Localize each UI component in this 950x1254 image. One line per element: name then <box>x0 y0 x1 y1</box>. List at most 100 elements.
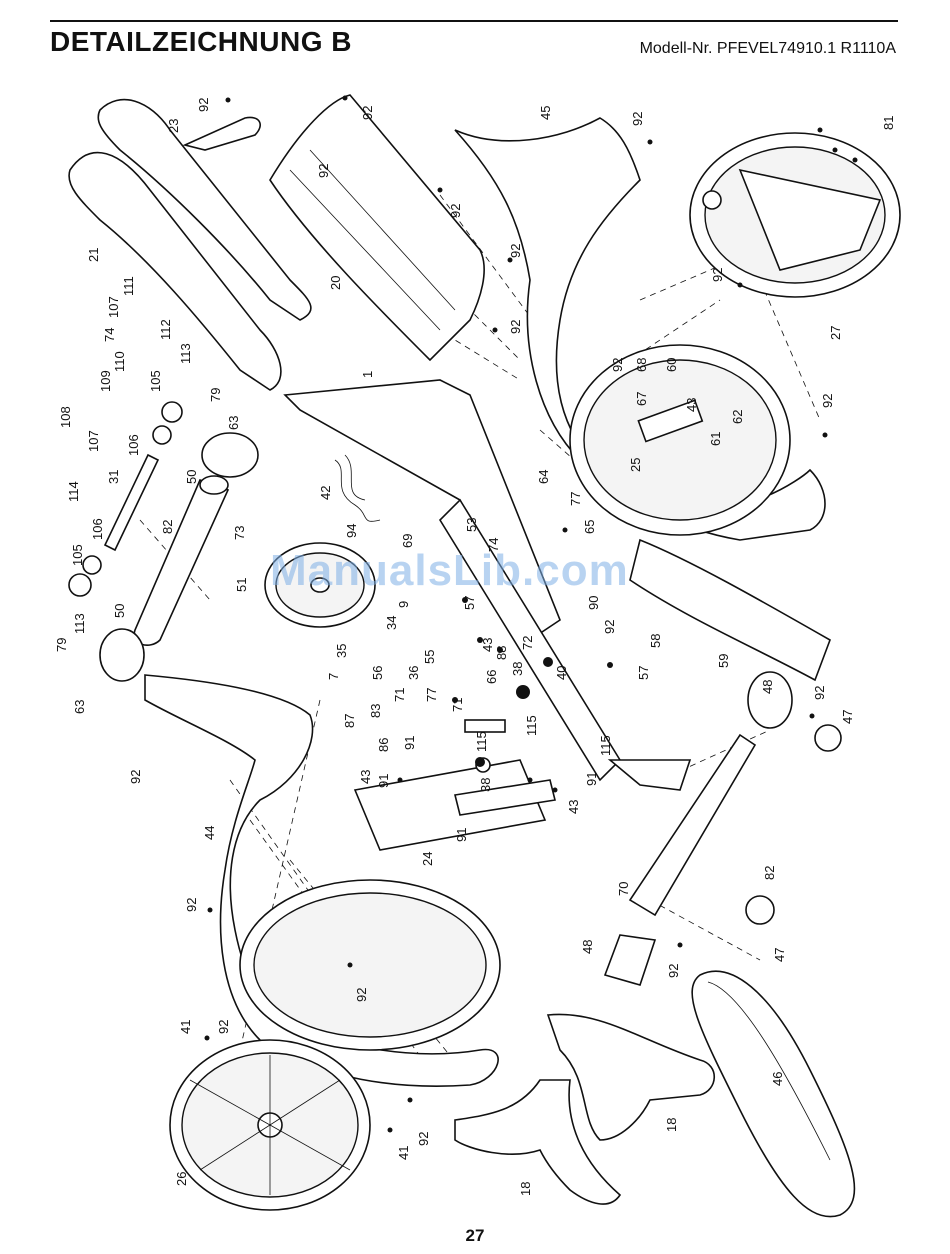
callout-label: 77 <box>424 688 439 702</box>
gear-105-top <box>152 401 183 445</box>
callout-label: 1 <box>360 371 375 378</box>
callout-label: 91 <box>402 736 417 750</box>
callout-label: 40 <box>554 666 569 680</box>
callout-label: 77 <box>568 492 583 506</box>
callout-label: 82 <box>762 866 777 880</box>
callout-label: 43 <box>480 638 495 652</box>
callout-label: 71 <box>392 688 407 702</box>
page-title: DETAILZEICHNUNG B <box>50 26 352 57</box>
cable-42 <box>334 454 381 522</box>
side-cover-45 <box>454 117 826 541</box>
flywheel-housing-25 <box>569 344 791 536</box>
callout-label: 57 <box>462 596 477 610</box>
callout-label: 72 <box>520 636 535 650</box>
callout-label: 92 <box>416 1132 431 1146</box>
callout-label: 48 <box>760 680 775 694</box>
callout-label: 86 <box>376 738 391 752</box>
callout-label: 107 <box>106 296 121 318</box>
callout-label: 62 <box>730 410 745 424</box>
callout-label: 79 <box>54 638 69 652</box>
callout-label: 92 <box>128 770 143 784</box>
callout-label: 92 <box>216 1020 231 1034</box>
foot-18-left <box>454 1079 622 1205</box>
callout-label: 91 <box>454 828 469 842</box>
crank-tube-73 <box>133 475 230 646</box>
callout-label: 106 <box>126 434 141 456</box>
callout-label: 106 <box>90 518 105 540</box>
callout-label: 20 <box>328 276 343 290</box>
callout-label: 90 <box>586 596 601 610</box>
wheel-50-bottom <box>99 628 145 682</box>
callout-label: 92 <box>360 106 375 120</box>
callout-label: 92 <box>610 358 625 372</box>
callout-label: 43 <box>358 770 373 784</box>
callout-label: 115 <box>474 731 489 752</box>
cover-59 <box>629 538 831 682</box>
belt-46 <box>691 970 856 1218</box>
callout-label: 47 <box>772 948 787 962</box>
foot-18-right <box>546 1013 715 1141</box>
callout-label: 82 <box>160 520 175 534</box>
callout-label: 26 <box>174 1172 189 1186</box>
cap-48-top <box>747 671 793 729</box>
callout-label: 47 <box>840 710 855 724</box>
callout-label: 66 <box>484 670 499 684</box>
callout-label: 50 <box>112 604 127 618</box>
callout-label: 69 <box>400 534 415 548</box>
callout-label: 56 <box>370 666 385 680</box>
callout-label: 48 <box>580 940 595 954</box>
header-rule <box>50 20 898 22</box>
callout-label: 87 <box>342 714 357 728</box>
callout-label: 44 <box>202 826 217 840</box>
callout-label: 94 <box>344 524 359 538</box>
callout-label: 23 <box>166 119 181 133</box>
main-frame-1 <box>283 379 692 791</box>
callout-label: 68 <box>634 358 649 372</box>
knob-47-bottom <box>745 895 775 925</box>
watermark: ManualsLib.com <box>270 546 629 595</box>
callout-label: 65 <box>582 520 597 534</box>
callout-label: 92 <box>448 204 463 218</box>
callout-label: 43 <box>566 800 581 814</box>
callout-label: 112 <box>158 319 173 340</box>
callout-label: 38 <box>510 662 525 676</box>
callout-label: 92 <box>630 112 645 126</box>
callout-label: 92 <box>508 244 523 258</box>
callout-label: 64 <box>536 470 551 484</box>
callout-label: 57 <box>636 666 651 680</box>
callout-label: 73 <box>232 526 247 540</box>
callout-label: 70 <box>616 882 631 896</box>
callout-label: 83 <box>368 704 383 718</box>
callout-label: 18 <box>664 1118 679 1132</box>
callout-label: 46 <box>770 1072 785 1086</box>
callout-label: 60 <box>664 358 679 372</box>
callout-label: 59 <box>716 654 731 668</box>
callout-label: 71 <box>450 698 465 712</box>
callout-label: 113 <box>178 343 193 364</box>
callout-label: 91 <box>584 772 599 786</box>
callout-label: 115 <box>598 735 613 756</box>
cap-48-bottom <box>603 934 657 986</box>
callout-label: 24 <box>420 852 435 866</box>
model-number: Modell-Nr. PFEVEL74910.1 R1110A <box>639 40 896 57</box>
pulley-51 <box>264 542 376 628</box>
callout-label: 45 <box>538 106 553 120</box>
callout-label: 50 <box>184 470 199 484</box>
callout-label: 110 <box>112 351 127 372</box>
callout-label: 43 <box>684 398 699 412</box>
callout-label: 7 <box>326 673 341 680</box>
callout-label: 88 <box>494 646 509 660</box>
callout-label: 111 <box>121 276 136 296</box>
hardware <box>204 95 858 1133</box>
seat-post-70 <box>628 733 757 917</box>
bracket-24 <box>353 719 556 851</box>
callout-label: 92 <box>812 686 827 700</box>
callout-label: 92 <box>184 898 199 912</box>
callout-label: 81 <box>881 116 896 130</box>
callout-label: 67 <box>634 392 649 406</box>
callout-label: 108 <box>58 406 73 428</box>
callout-label: 74 <box>486 538 501 552</box>
callout-labels: 92 23 92 45 92 81 21 20 92 92 92 92 92 2… <box>54 98 896 1196</box>
callout-label: 27 <box>828 326 843 340</box>
callout-label: 105 <box>148 370 163 392</box>
